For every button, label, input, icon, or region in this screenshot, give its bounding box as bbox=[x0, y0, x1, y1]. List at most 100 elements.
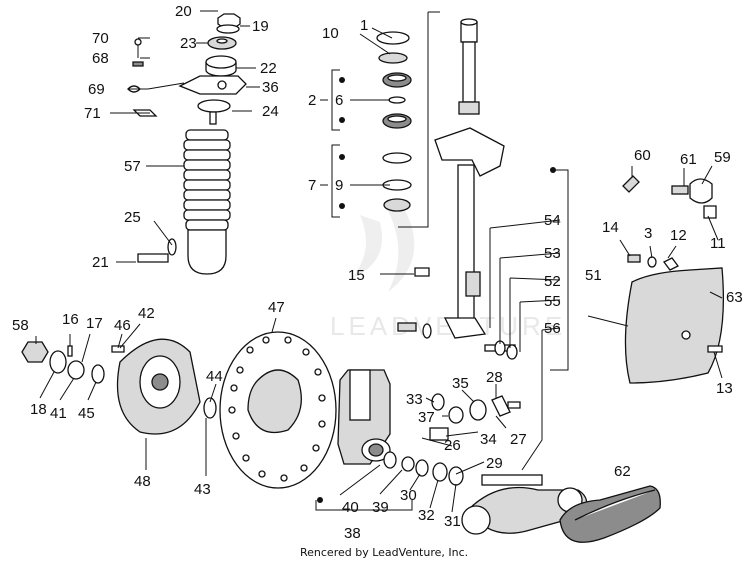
callout-16: 16 bbox=[62, 311, 79, 328]
fork-lower-housing bbox=[337, 369, 391, 465]
callout-40: 40 bbox=[342, 499, 359, 516]
dot-51 bbox=[550, 167, 556, 173]
callout-23: 23 bbox=[180, 35, 197, 52]
dot-2b bbox=[339, 117, 345, 123]
shock-nut bbox=[217, 13, 241, 29]
swing-arm bbox=[461, 330, 588, 535]
swing-arm-shaft bbox=[481, 474, 543, 486]
pin-16 bbox=[67, 345, 73, 357]
shock-body-lower bbox=[187, 229, 227, 275]
washer-35 bbox=[469, 399, 487, 421]
callout-22: 22 bbox=[260, 60, 277, 77]
callout-30: 30 bbox=[400, 487, 417, 504]
swing-arm-leader bbox=[521, 330, 543, 471]
callout-57: 57 bbox=[124, 158, 141, 175]
callout-2: 2 bbox=[308, 92, 316, 109]
bracket-38 bbox=[315, 500, 413, 511]
washer-3 bbox=[647, 256, 657, 268]
callout-56: 56 bbox=[544, 320, 561, 337]
bracket-68 bbox=[132, 61, 144, 67]
nut-58 bbox=[21, 341, 49, 363]
callout-55: 55 bbox=[544, 293, 561, 310]
callout-71: 71 bbox=[84, 105, 101, 122]
callout-62: 62 bbox=[614, 463, 631, 480]
callout-13: 13 bbox=[716, 380, 733, 397]
callout-63: 63 bbox=[726, 289, 743, 306]
fork-leg bbox=[457, 164, 475, 326]
callout-52: 52 bbox=[544, 273, 561, 290]
clip-12 bbox=[663, 257, 679, 271]
bearing-1 bbox=[376, 31, 410, 45]
shock-top-mount bbox=[197, 99, 231, 113]
callout-69: 69 bbox=[88, 81, 105, 98]
callout-68: 68 bbox=[92, 50, 109, 67]
ring-6 bbox=[388, 96, 406, 104]
callout-29: 29 bbox=[486, 455, 503, 472]
tube-collar bbox=[458, 101, 480, 115]
callout-36: 36 bbox=[262, 79, 279, 96]
callout-33: 33 bbox=[406, 391, 423, 408]
shock-rubber-hole bbox=[216, 38, 228, 44]
callout-60: 60 bbox=[634, 147, 651, 164]
disc-center bbox=[247, 369, 302, 434]
mudguard-hole bbox=[681, 330, 691, 340]
shock-plate bbox=[178, 75, 247, 95]
dot-7a bbox=[339, 154, 345, 160]
mudguard bbox=[624, 267, 724, 384]
dot-2a bbox=[339, 77, 345, 83]
callout-54: 54 bbox=[544, 212, 561, 229]
callout-32: 32 bbox=[418, 507, 435, 524]
bolt-61 bbox=[671, 185, 689, 195]
shock-rod-top bbox=[209, 111, 217, 125]
hub-bore bbox=[151, 373, 169, 391]
callout-28: 28 bbox=[486, 369, 503, 386]
callout-9: 9 bbox=[335, 177, 343, 194]
callout-26: 26 bbox=[444, 437, 461, 454]
washer-53 bbox=[506, 344, 518, 360]
callout-25: 25 bbox=[124, 209, 141, 226]
ring-41 bbox=[67, 360, 85, 380]
leaders-52-55 bbox=[489, 228, 521, 352]
clamp-59 bbox=[689, 178, 713, 204]
callout-27: 27 bbox=[510, 431, 527, 448]
leader-lines bbox=[35, 10, 723, 513]
tube-leader bbox=[398, 11, 440, 228]
callout-45: 45 bbox=[78, 405, 95, 422]
callout-3: 3 bbox=[644, 225, 652, 242]
bearing-18 bbox=[49, 350, 67, 374]
cover-62-edge bbox=[574, 489, 656, 521]
callout-labels: 20 19 70 23 68 22 69 36 71 24 57 25 21 1… bbox=[12, 3, 743, 542]
shock-washer bbox=[216, 24, 240, 34]
ring-33 bbox=[431, 393, 445, 411]
screw-60 bbox=[622, 175, 640, 193]
callout-39: 39 bbox=[372, 499, 389, 516]
callout-34: 34 bbox=[480, 431, 497, 448]
part-11 bbox=[703, 205, 717, 219]
bearing-37 bbox=[448, 406, 464, 424]
bearing-10 bbox=[378, 52, 408, 64]
callout-7: 7 bbox=[308, 177, 316, 194]
callout-70: 70 bbox=[92, 30, 109, 47]
callout-35: 35 bbox=[452, 375, 469, 392]
fork-crown bbox=[434, 127, 505, 177]
callout-42: 42 bbox=[138, 305, 155, 322]
bolt-70-head bbox=[134, 38, 142, 46]
watermark-text: LEADVENTURE bbox=[330, 311, 566, 341]
tube-shaft bbox=[462, 41, 476, 103]
shock-plate-hole bbox=[217, 80, 227, 90]
bearing-32 bbox=[432, 462, 448, 482]
callout-41: 41 bbox=[50, 405, 67, 422]
bracket-51 bbox=[550, 169, 569, 371]
bearing-2b-inner bbox=[387, 115, 407, 123]
bracket-2 bbox=[331, 69, 340, 131]
ring-31 bbox=[448, 466, 464, 486]
steering-tube bbox=[398, 11, 505, 339]
callout-61: 61 bbox=[680, 151, 697, 168]
bracket-7 bbox=[331, 144, 340, 218]
dot-7b bbox=[339, 203, 345, 209]
callout-48: 48 bbox=[134, 473, 151, 490]
swing-arm-eye-a bbox=[461, 505, 491, 535]
callout-15: 15 bbox=[348, 267, 365, 284]
